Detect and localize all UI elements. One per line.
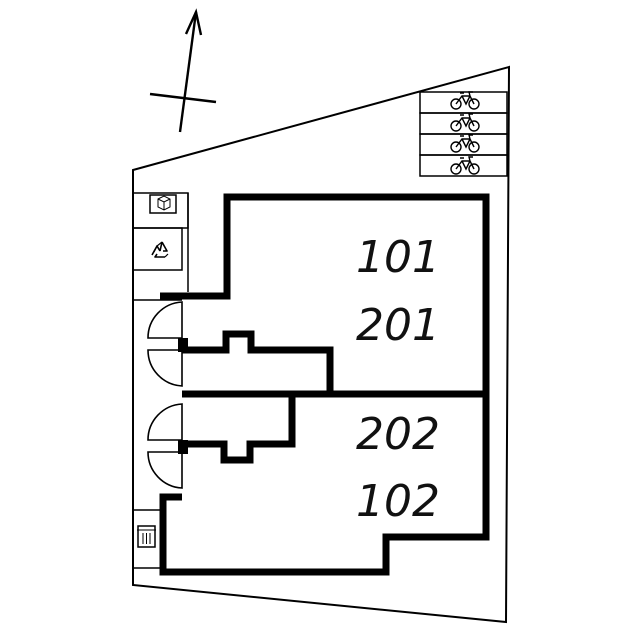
bicycle-icon [450,156,480,175]
room-number-201: 201 [356,300,440,351]
room-number-101: 101 [356,232,440,283]
building-walls [159,193,490,576]
recycle-icon [151,241,169,258]
bicycle-icon [450,113,480,132]
bicycle-icon [450,91,480,110]
trash-can-icon [137,525,156,548]
door-upper [147,301,188,387]
site-boundary [132,65,511,624]
bicycle-parking [419,91,508,177]
package-box-icon [149,194,177,214]
north-arrow-icon [149,8,217,133]
bicycle-icon [450,134,480,153]
utility-strip [132,192,189,569]
room-number-202: 202 [356,409,440,460]
door-lower [147,403,188,489]
room-number-102: 102 [356,476,440,527]
